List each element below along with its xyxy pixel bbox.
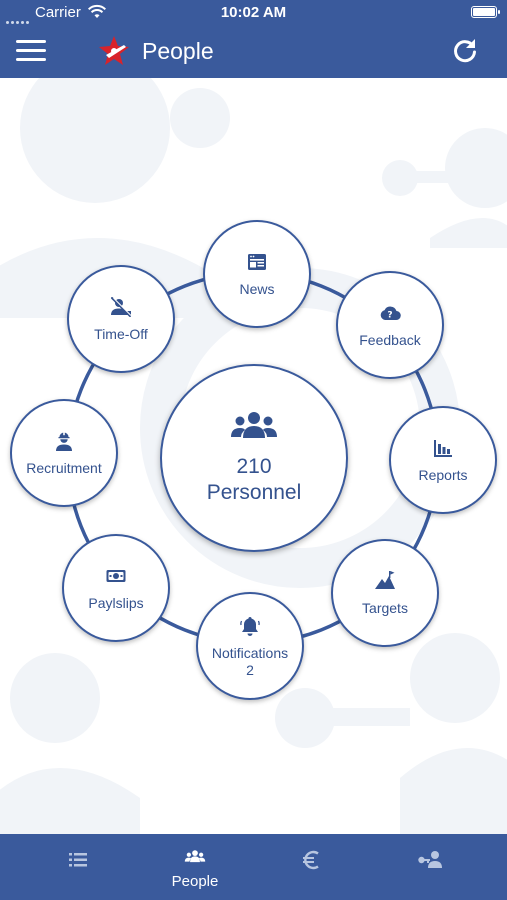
banknote-icon — [106, 570, 126, 582]
top-bar: Carrier 10:02 AM People — [0, 0, 507, 78]
people-group-icon — [231, 412, 277, 438]
recruitment-label: Recruitment — [26, 460, 102, 476]
page-title: People — [142, 38, 214, 64]
recruitment-button[interactable]: Recruitment — [10, 399, 118, 507]
tab-people[interactable]: People — [145, 834, 245, 900]
feedback-label: Feedback — [359, 332, 421, 348]
tab-list[interactable] — [28, 834, 128, 900]
tab-access[interactable] — [380, 834, 480, 900]
refresh-icon[interactable] — [451, 37, 479, 65]
bar-chart-icon — [434, 440, 452, 457]
mountain-flag-icon — [375, 571, 395, 589]
payslips-label: Paylslips — [88, 595, 144, 611]
cloud-question-icon: ? — [380, 306, 401, 321]
key-person-icon — [418, 851, 442, 868]
svg-text:?: ? — [387, 311, 392, 321]
battery-icon — [471, 6, 500, 18]
personnel-summary[interactable]: 210 Personnel — [160, 364, 348, 552]
hamburger-menu-icon[interactable] — [16, 40, 46, 62]
targets-button[interactable]: Targets — [331, 539, 439, 647]
tab-bar: People — [0, 834, 507, 900]
worker-helmet-icon — [56, 432, 72, 451]
notifications-count: 2 — [246, 661, 254, 678]
plane-star-logo — [99, 36, 129, 65]
bell-icon — [240, 616, 260, 636]
news-label: News — [239, 281, 275, 297]
status-bar: Carrier 10:02 AM — [0, 0, 507, 26]
person-off-icon — [111, 297, 132, 317]
personnel-count: 210 — [236, 455, 272, 478]
notifications-label: Notifications — [211, 644, 289, 661]
tab-euro[interactable] — [262, 834, 362, 900]
carrier-label: Carrier — [35, 4, 81, 21]
payslips-button[interactable]: Paylslips — [62, 534, 170, 642]
feedback-button[interactable]: ? Feedback — [336, 271, 444, 379]
news-icon — [248, 254, 266, 270]
people-icon — [184, 850, 206, 863]
time-off-label: Time-Off — [94, 326, 148, 342]
main-content: 210 Personnel News ? Feedback Repo — [0, 78, 507, 834]
reports-button[interactable]: Reports — [389, 406, 497, 514]
signal-icon — [6, 11, 31, 28]
notifications-button[interactable]: Notifications 2 — [196, 592, 304, 700]
euro-icon — [303, 850, 319, 870]
clock: 10:02 AM — [220, 4, 287, 21]
tab-people-label: People — [171, 873, 219, 890]
time-off-button[interactable]: Time-Off — [67, 265, 175, 373]
reports-label: Reports — [418, 467, 468, 483]
wifi-icon — [87, 4, 107, 18]
list-icon — [69, 853, 87, 867]
targets-label: Targets — [362, 600, 408, 616]
personnel-label: Personnel — [206, 481, 302, 504]
news-button[interactable]: News — [203, 220, 311, 328]
